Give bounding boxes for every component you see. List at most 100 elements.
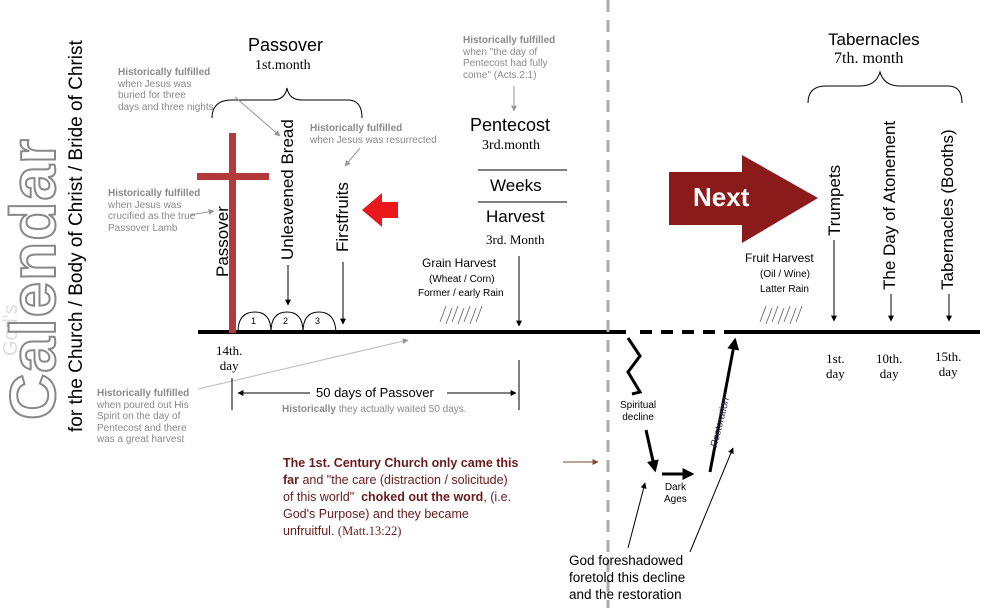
day-10-number: 10th.: [876, 351, 903, 366]
day-1-number: 1st.: [826, 351, 845, 366]
day-10-word: day: [879, 365, 899, 381]
buried-note-line: when Jesus was: [118, 78, 192, 90]
day-15-word: day: [938, 363, 958, 379]
harvest-label: Harvest: [486, 207, 545, 226]
dark-word: Dark: [664, 482, 686, 493]
crucified-note: Historically fulfilled when Jesus was cr…: [108, 188, 200, 234]
day-14-number: 14th.: [216, 343, 243, 358]
church-note-text-4: God's Purpose) and they became: [283, 507, 469, 521]
day-number-1: 1: [251, 316, 257, 326]
restoration-arrow: [708, 337, 740, 473]
spiritual-word: Spiritual: [620, 400, 657, 411]
spirit-pointer: [197, 338, 409, 390]
atonement-label: The Day of Atonement: [880, 120, 899, 290]
spirit-note-line: was a great harvest: [97, 434, 185, 445]
fruit-harvest-crop: (Oil / Wine): [760, 269, 810, 280]
church-note-text-5a: unfruitful.: [283, 524, 335, 538]
foreshadow-pointer-2: [689, 447, 734, 553]
pentecost-note-line: Pentecost had fully: [463, 58, 548, 69]
pentecost-month: 3rd.month: [482, 138, 540, 153]
church-note: The 1st. Century Church only came this f…: [283, 455, 518, 540]
harvest-month: 3rd. Month: [486, 232, 545, 247]
tabernacles-brace: [807, 70, 963, 104]
resurrected-pointer: [344, 147, 361, 167]
unleavened-bread-label: Unleavened Bread: [278, 119, 297, 260]
day-10-label: 10th. day: [876, 351, 903, 382]
red-arrow-icon: [362, 193, 398, 227]
latter-rain-icon: [759, 305, 803, 325]
spiritual-decline-label: Spiritual decline: [620, 400, 656, 423]
pentecost-note-title: Historically fulfilled: [463, 35, 556, 46]
next-label: Next: [693, 182, 750, 212]
buried-pointer: [234, 96, 281, 137]
church-note-text-3: of this world": [283, 490, 355, 504]
tabernacles-group-month: 7th. month: [834, 50, 904, 67]
decline-arrow: [644, 429, 659, 473]
pentecost-title: Pentecost: [470, 115, 551, 135]
dark-ages-label: Dark Ages: [664, 482, 687, 505]
church-note-text-5b: (Matt.13:22): [337, 524, 402, 538]
day-number-2: 2: [283, 316, 289, 326]
resurrected-note-line: when Jesus was resurrected: [310, 134, 437, 146]
church-note-text-2: and "the care (distraction / solicitude): [302, 473, 508, 487]
foreshadow-line-3: and the restoration: [569, 587, 682, 602]
passover-group-title: Passover: [248, 35, 324, 55]
fifty-days-note: Historically they actually waited 50 day…: [282, 404, 467, 416]
cross-beam: [197, 173, 269, 180]
firstfruits-label: Firstfruits: [333, 182, 352, 252]
crucified-note-line: Passover Lamb: [108, 222, 178, 234]
fifty-days-note-rest: they actually waited 50 days.: [338, 404, 467, 415]
foreshadow-line-1: God foreshadowed: [569, 553, 684, 568]
booths-label: Tabernacles (Booths): [938, 129, 957, 290]
grain-harvest-rain: Former / early Rain: [418, 288, 504, 299]
weeks-label: Weeks: [490, 176, 542, 195]
crucified-note-line: crucified as the true: [108, 211, 196, 222]
day-arc-3: [302, 311, 337, 333]
church-note-bold-3: choked out the word: [361, 490, 484, 504]
foreshadow-pointer-1: [627, 482, 647, 549]
day-number-3: 3: [315, 316, 321, 326]
church-note-tail-3: , (i.e.: [483, 490, 512, 504]
tabernacles-group-title: Tabernacles: [828, 30, 920, 49]
pentecost-note: Historically fulfilled when "the day of …: [463, 35, 555, 81]
calendar-title: Calendar: [0, 137, 70, 421]
church-note-bold-2: far: [283, 473, 299, 487]
buried-note: Historically fulfilled when Jesus was bu…: [118, 67, 214, 113]
early-rain-icon: [439, 305, 483, 325]
spirit-note-title: Historically fulfilled: [97, 388, 190, 399]
decline-word: decline: [622, 411, 654, 423]
trumpets-label: Trumpets: [825, 164, 844, 236]
cross-icon: [229, 133, 236, 333]
foreshadow-line-2: foretold this decline: [569, 570, 686, 585]
day-1-word: day: [826, 365, 845, 381]
grain-harvest-title: Grain Harvest: [422, 256, 497, 270]
day-1-label: 1st. day: [826, 351, 845, 382]
spirit-note-line: Pentecost and there: [97, 422, 187, 434]
day-15-number: 15th.: [935, 349, 962, 364]
day-14-word: day: [219, 357, 239, 373]
buried-note-title: Historically fulfilled: [118, 67, 211, 78]
ages-word: Ages: [664, 493, 687, 505]
spirit-note: Historically fulfilled when poured out H…: [97, 388, 189, 446]
day-14-label: 14th. day: [216, 343, 243, 374]
passover-feast-label: Passover: [213, 206, 232, 277]
decline-zigzag: [626, 337, 643, 396]
church-note-bold-1: The 1st. Century Church only came this: [283, 456, 519, 470]
passover-brace: [211, 87, 363, 119]
foreshadow-note: God foreshadowed foretold this decline a…: [569, 552, 685, 603]
crucified-note-title: Historically fulfilled: [108, 188, 201, 199]
fifty-days-label: 50 days of Passover: [316, 385, 434, 400]
spirit-note-line: when poured out His: [97, 399, 189, 411]
pentecost-note-line: when "the day of: [463, 46, 538, 58]
day-arc-2: [270, 311, 304, 333]
pentecost-note-line: come" (Acts.2:1): [463, 69, 537, 81]
grain-harvest-crop: (Wheat / Corn): [429, 274, 495, 285]
passover-group-month: 1st.month: [255, 58, 311, 73]
buried-note-line: days and three nights: [118, 101, 214, 113]
day-arc-1: [237, 311, 272, 333]
spirit-note-line: Spirit on the day of: [97, 411, 181, 422]
resurrected-note-title: Historically fulfilled: [310, 123, 403, 134]
day-15-label: 15th. day: [935, 349, 962, 380]
crucified-note-line: when Jesus was: [108, 199, 182, 211]
